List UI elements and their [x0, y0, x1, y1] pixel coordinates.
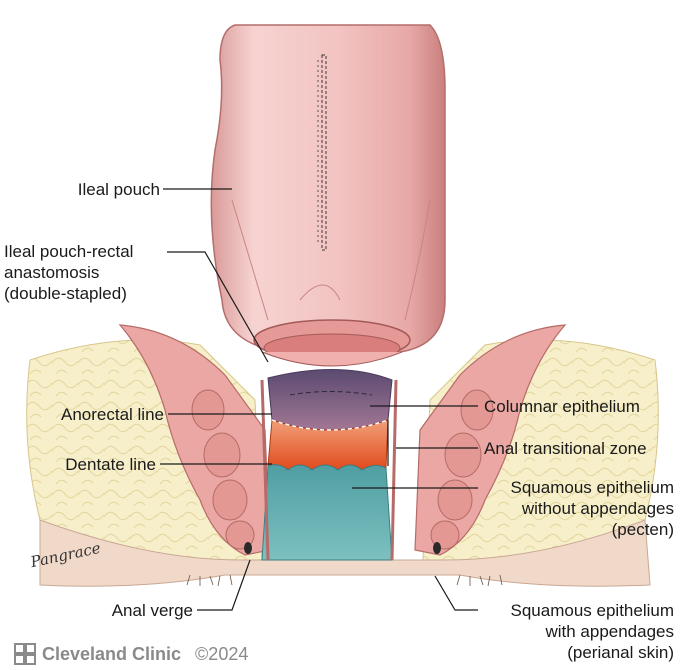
label-anastomosis: Ileal pouch-rectal anastomosis (double-s…: [4, 241, 133, 304]
label-squamous-without-line3: (pecten): [611, 520, 674, 539]
label-squamous-without-line2: without appendages: [521, 499, 674, 518]
label-anorectal-line: Anorectal line: [60, 405, 164, 424]
footer-brand: Cleveland Clinic ©2024: [14, 643, 248, 665]
leader-atz: [387, 420, 478, 466]
columnar-epithelium-region: [267, 369, 393, 431]
perianal-skin: [39, 519, 651, 587]
label-squamous-with: Squamous epithelium with appendages (per…: [482, 600, 674, 663]
label-dentate-line: Dentate line: [65, 455, 156, 474]
staple-line: [321, 54, 327, 251]
label-anastomosis-line2: anastomosis: [4, 263, 100, 282]
leader-anastomosis: [167, 251, 269, 363]
label-squamous-without: Squamous epithelium without appendages (…: [482, 477, 674, 540]
ileal-pouch-body: [210, 24, 446, 353]
copyright-year: ©2024: [195, 643, 249, 664]
label-anastomosis-line1: Ileal pouch-rectal: [4, 242, 134, 261]
label-squamous-with-line2: with appendages: [545, 622, 674, 641]
leader-squamous-with: [434, 575, 478, 611]
label-squamous-with-line1: Squamous epithelium: [510, 601, 674, 620]
cleveland-clinic-logo-icon: [14, 643, 36, 665]
squamous-epithelium-region: [261, 464, 393, 561]
label-columnar-epithelium: Columnar epithelium: [484, 397, 640, 416]
label-anal-verge: Anal verge: [111, 601, 193, 620]
brand-name: Cleveland Clinic: [42, 643, 182, 664]
label-squamous-with-line3: (perianal skin): [567, 643, 674, 662]
leader-anal-verge: [197, 559, 251, 611]
label-ileal-pouch: Ileal pouch: [77, 180, 160, 199]
label-anal-transitional-zone: Anal transitional zone: [484, 439, 647, 458]
label-anastomosis-line3: (double-stapled): [4, 284, 127, 303]
label-squamous-without-line1: Squamous epithelium: [510, 478, 674, 497]
